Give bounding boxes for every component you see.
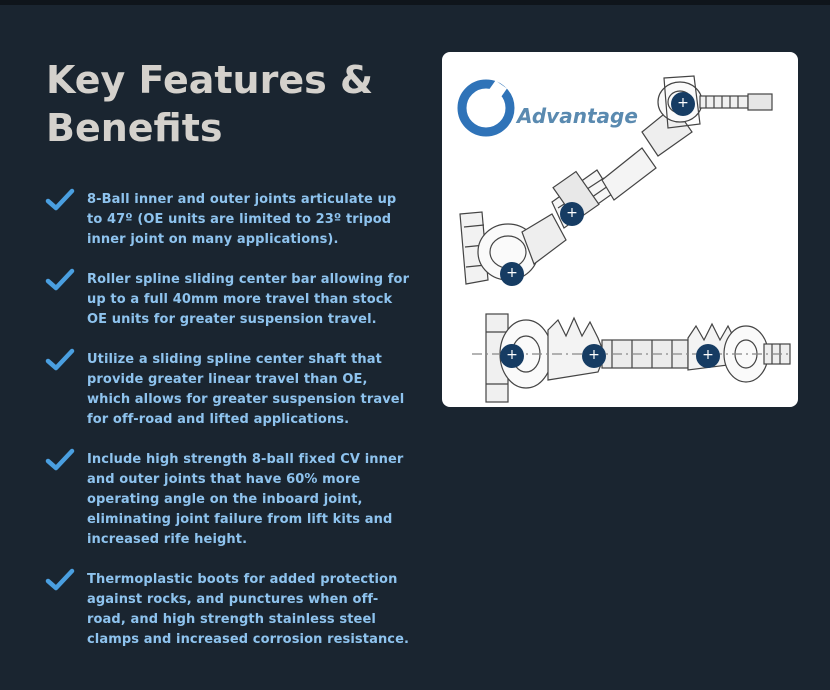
hotspot-sliding-spline[interactable]: + (582, 344, 606, 368)
feature-text: Utilize a sliding spline center shaft th… (87, 352, 405, 427)
top-bar (0, 0, 830, 5)
feature-text: Include high strength 8-ball fixed CV in… (87, 452, 404, 547)
feature-item: Include high strength 8-ball fixed CV in… (45, 448, 415, 550)
product-diagram-card: Advantage + + + + + + (442, 52, 798, 407)
feature-item: 8-Ball inner and outer joints articulate… (45, 188, 415, 250)
check-icon (45, 348, 75, 371)
feature-text: Thermoplastic boots for added protection… (87, 572, 410, 647)
hotspot-inner-joint[interactable]: + (500, 262, 524, 286)
advantage-logo-icon (457, 79, 515, 137)
feature-item: Roller spline sliding center bar allowin… (45, 268, 415, 330)
hotspot-lower-inner-joint[interactable]: + (500, 344, 524, 368)
feature-text: Roller spline sliding center bar allowin… (87, 272, 410, 327)
feature-text: 8-Ball inner and outer joints articulate… (87, 192, 397, 247)
feature-list: 8-Ball inner and outer joints articulate… (45, 188, 415, 670)
section-title: Key Features & Benefits (46, 58, 374, 150)
feature-item: Thermoplastic boots for added protection… (45, 568, 415, 650)
logo-text: Advantage (517, 104, 638, 128)
hotspot-center-bar[interactable]: + (560, 202, 584, 226)
hotspot-lower-outer-joint[interactable]: + (696, 344, 720, 368)
cv-axle-diagram (457, 75, 792, 403)
check-icon (45, 448, 75, 471)
check-icon (45, 188, 75, 211)
check-icon (45, 568, 75, 591)
feature-item: Utilize a sliding spline center shaft th… (45, 348, 415, 430)
hotspot-outer-joint[interactable]: + (671, 92, 695, 116)
check-icon (45, 268, 75, 291)
